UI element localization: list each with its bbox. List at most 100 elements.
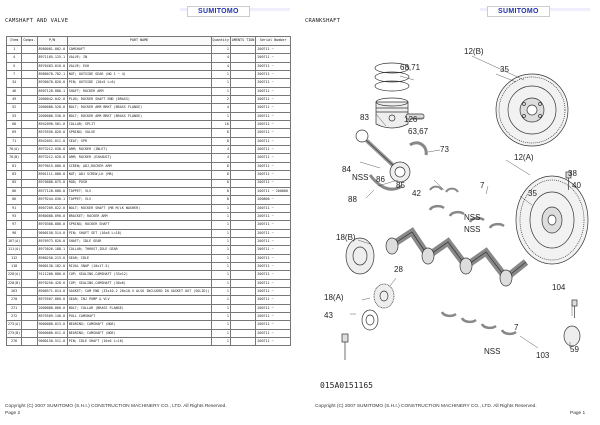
cell-amentstion [229, 303, 257, 314]
cell-item: 68 [5, 120, 23, 130]
cell-serial: 200711 ~ [255, 136, 291, 147]
callout-label: 7 [514, 323, 519, 332]
cell-comps [21, 53, 38, 63]
cell-quantity: 8 [210, 136, 231, 147]
cell-quantity: 8 [210, 170, 231, 180]
callout-label: NSS [484, 347, 500, 356]
cell-comps [21, 95, 38, 105]
cell-part-name: ARM; ROCKER (EXHAUST) [66, 153, 212, 163]
cell-pn: 9000080-013-0 [36, 320, 68, 330]
cell-pn: 8980081-002-0 [36, 44, 68, 55]
flywheel-bolts [565, 171, 578, 318]
cell-item: 4 [5, 53, 23, 63]
cell-serial: 200806 ~ [255, 195, 291, 205]
cell-serial: 200711 ~ [255, 70, 291, 80]
col-header-pn: P/N [36, 36, 68, 46]
cell-pn: 8975556-820-0 [36, 128, 68, 138]
cell-item: 86 [5, 195, 23, 205]
cell-pn: 2000080-530-0 [36, 111, 68, 122]
connecting-rod [355, 129, 411, 183]
cell-amentstion [229, 128, 257, 138]
cell-pn: 8942051-011-0 [36, 136, 68, 147]
cell-amentstion [229, 195, 257, 205]
page-title: CAMSHAFT AND VALVE [5, 18, 69, 24]
cell-amentstion [229, 103, 257, 113]
cell-comps [21, 178, 38, 188]
cell-item: 271 [5, 303, 23, 314]
cell-amentstion [229, 320, 257, 330]
table-header-row: Item Comps. P/N PART NAME Quantity AMENT… [5, 36, 291, 46]
crank-pulley [345, 237, 375, 275]
cell-serial: 200711 ~ [255, 53, 291, 63]
cell-amentstion [229, 220, 257, 230]
cell-quantity: 4 [210, 61, 231, 72]
cell-comps [21, 286, 38, 297]
cell-comps [21, 328, 38, 339]
cell-comps [21, 278, 38, 288]
callout-label: 38 [568, 169, 577, 178]
cell-pn: 8980088-090-0 [36, 211, 68, 222]
cell-item: 98 [5, 228, 23, 238]
cell-pn: 8973212-030-0 [36, 145, 68, 155]
cell-amentstion [229, 186, 257, 197]
cell-quantity: 1 [210, 86, 231, 97]
cell-serial: 200711 ~ [255, 86, 291, 97]
cell-amentstion [229, 178, 257, 188]
cell-quantity: 1 [210, 245, 231, 255]
cell-item: 5 [5, 61, 23, 72]
cell-part-name: BEARING; CAMSHAFT (NOE) [66, 328, 212, 339]
callout-label: 40 [572, 181, 581, 190]
callout-label: NSS [464, 225, 480, 234]
cell-serial: 200711 ~ [255, 120, 291, 130]
cell-amentstion [229, 120, 257, 130]
cell-serial: 200711 ~ [255, 270, 291, 280]
piston [375, 97, 409, 129]
cell-pn: 8976483-010-0 [36, 61, 68, 72]
cell-part-name: GEAR; IDLE [66, 253, 212, 263]
cell-serial: 200711 ~ [255, 295, 291, 305]
cell-quantity: 1 [210, 286, 231, 297]
cell-quantity: 1 [210, 211, 231, 222]
col-header-part-name: PART NAME [66, 36, 212, 46]
callout-label: 12(A) [514, 153, 534, 162]
cell-part-name: PIN; SHAFT SET (10x8 L=18) [66, 228, 212, 238]
cell-part-name: PLUG; ROCKER SHAFT END (BRASS) [66, 95, 212, 105]
cell-comps [21, 153, 38, 163]
col-header-serial: Serial Number [255, 36, 291, 46]
flywheel-plate [563, 325, 581, 347]
cell-part-name: TAPPET; VLV [66, 186, 212, 197]
piston-rings [374, 62, 410, 92]
brand-logo: SUMITOMO [487, 6, 550, 17]
crankshaft-exploded-diagram: 12(B)3568,711268363,677384NSS86858842712… [320, 47, 589, 390]
cell-quantity: 1 [210, 236, 231, 247]
cell-item: 93 [5, 211, 23, 222]
cell-comps [21, 228, 38, 238]
callout-label: 68,71 [400, 63, 421, 72]
cell-part-name: VALVE; EXH [66, 61, 212, 72]
cell-item: 275(A) [5, 320, 23, 330]
col-header-quantity: Quantity [210, 36, 231, 46]
cell-serial: 200711 ~ [255, 311, 291, 322]
cell-serial: 200711 ~ [255, 161, 291, 172]
cell-pn: 9000150-514-0 [36, 228, 68, 238]
cell-item: 263 [5, 286, 23, 297]
cell-serial: 200711 ~ [255, 261, 291, 272]
cell-part-name: NUT; ADJ SCREW,LK (M8) [66, 170, 212, 180]
cell-quantity: 1 [210, 70, 231, 80]
cell-pn: 8973212-020-0 [36, 153, 68, 163]
cell-quantity: 1 [210, 295, 231, 305]
cell-comps [21, 311, 38, 322]
